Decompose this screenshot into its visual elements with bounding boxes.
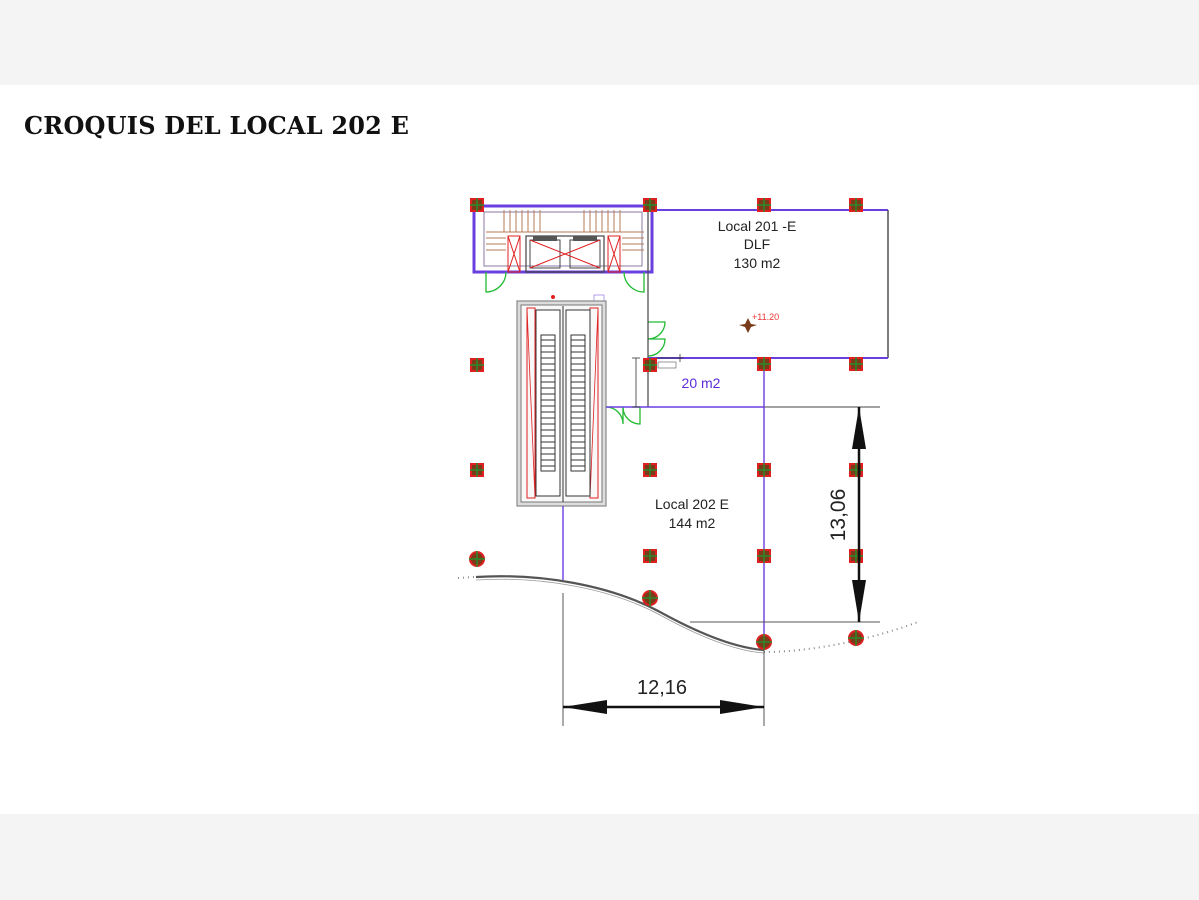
- local-202-labels: Local 202 E 144 m2: [655, 496, 729, 531]
- local-202-name: Local 202 E: [655, 496, 729, 512]
- level-marker: +11.20: [739, 312, 779, 333]
- level-mark-label: +11.20: [752, 312, 779, 322]
- small-unit-area: 20 m2: [682, 375, 721, 391]
- walls: [562, 209, 889, 640]
- floor-plan-diagram: +11.20 Local 201 -E DLF 130 m2 20 m2 Loc…: [457, 197, 919, 726]
- escalators: [516, 300, 607, 507]
- page-title: CROQUIS DEL LOCAL 202 E: [24, 111, 410, 140]
- local-201-name: Local 201 -E: [718, 218, 797, 234]
- stair-elevator-core: [472, 204, 654, 308]
- door-swings: [485, 271, 666, 425]
- minor-dimensions: [632, 354, 684, 408]
- local-202-area: 144 m2: [669, 515, 716, 531]
- width-dimension: 12,16: [563, 677, 764, 714]
- local-201-labels: Local 201 -E DLF 130 m2: [718, 218, 797, 271]
- local-201-tenant: DLF: [744, 236, 770, 252]
- height-dimension-label: 13,06: [827, 489, 850, 542]
- document-page: CROQUIS DEL LOCAL 202 E: [0, 85, 1199, 814]
- local-201-area: 130 m2: [734, 255, 781, 271]
- curved-facade: [457, 575, 919, 726]
- height-dimension: 13,06: [827, 407, 866, 622]
- width-dimension-label: 12,16: [637, 677, 687, 699]
